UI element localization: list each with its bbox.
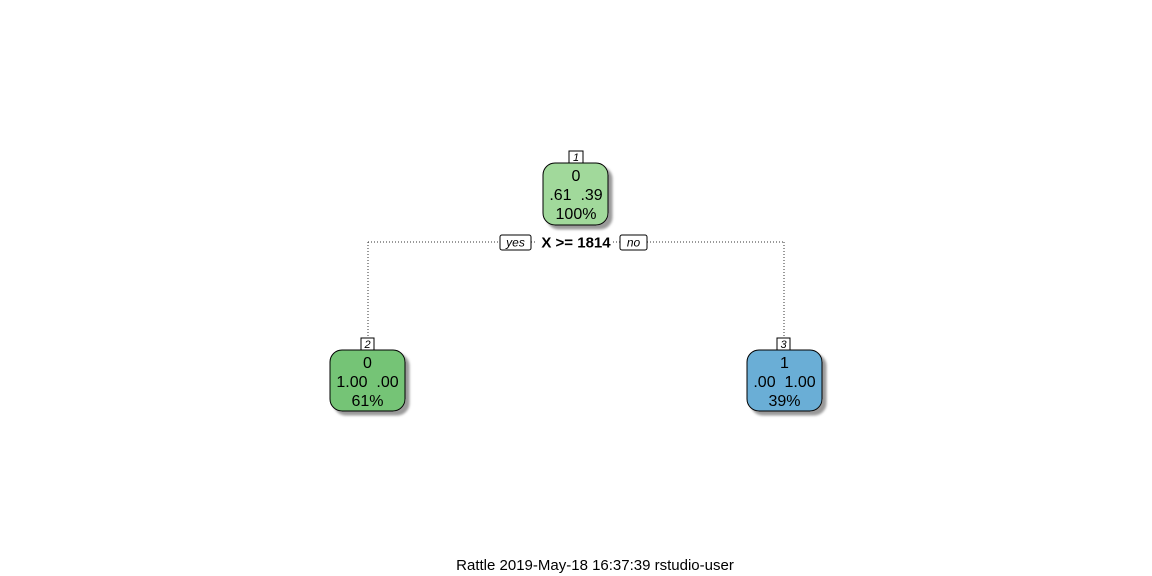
node-id: 1 bbox=[573, 152, 579, 164]
node-box bbox=[746, 349, 823, 412]
node-class: 1 bbox=[780, 355, 789, 372]
node-3: 3 1 .00 1.00 39% bbox=[746, 337, 823, 412]
node-id: 3 bbox=[780, 339, 787, 351]
node-percentage: 100% bbox=[556, 206, 597, 223]
node-id: 2 bbox=[363, 339, 370, 351]
yes-label: yes bbox=[505, 236, 525, 250]
split: yes X >= 1814 no bbox=[499, 234, 648, 252]
no-label-box bbox=[619, 234, 648, 251]
node-2: 2 0 1.00 .00 61% bbox=[329, 337, 406, 412]
node-box bbox=[329, 349, 406, 412]
yes-label-box bbox=[499, 234, 532, 251]
footer-caption: Rattle 2019-May-18 16:37:39 rstudio-user bbox=[456, 557, 734, 574]
node-probabilities: .00 1.00 bbox=[753, 374, 815, 391]
node-box bbox=[542, 162, 609, 226]
node-probabilities: 1.00 .00 bbox=[336, 374, 398, 391]
split-condition: X >= 1814 bbox=[541, 235, 611, 252]
node-class: 0 bbox=[572, 168, 581, 185]
node-percentage: 61% bbox=[351, 393, 383, 410]
node-percentage: 39% bbox=[768, 393, 800, 410]
node-class: 0 bbox=[363, 355, 372, 372]
node-probabilities: .61 .39 bbox=[549, 187, 602, 204]
tree-edges bbox=[367, 241, 785, 338]
no-label: no bbox=[627, 236, 641, 250]
node-1: 1 0 .61 .39 100% bbox=[542, 150, 609, 226]
